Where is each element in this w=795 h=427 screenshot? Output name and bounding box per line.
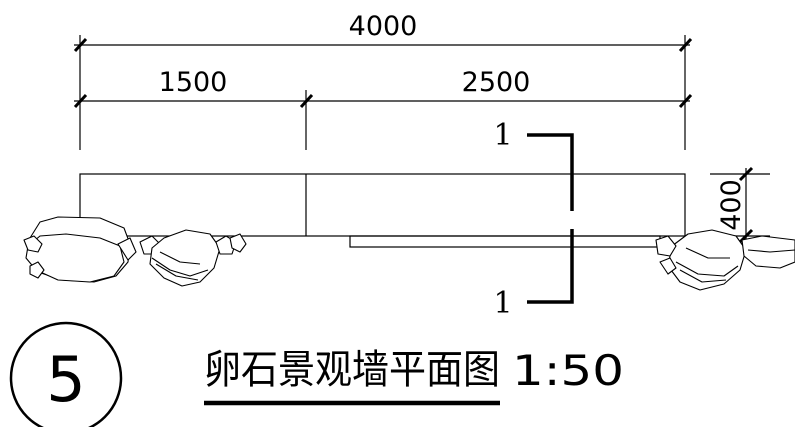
left-dimension-label: 1500 (159, 67, 228, 98)
right-dimension-label: 2500 (462, 67, 531, 98)
total-dimension-label: 4000 (349, 11, 418, 42)
drawing-number-circle (9, 321, 123, 427)
pebble-cluster-left (23, 216, 247, 287)
height-dimension-label: 400 (716, 179, 747, 231)
drawing-title: 卵石景观墙平面图 (204, 347, 500, 393)
dimension-lines (73, 35, 693, 150)
section-cut-marker (527, 133, 574, 304)
drawing-scale: 1:50 (512, 346, 624, 395)
section-label-top: 1 (493, 118, 512, 153)
pebble-cluster-right (655, 229, 795, 291)
section-label-bottom: 1 (493, 286, 512, 321)
drawing-number: 5 (46, 343, 85, 416)
